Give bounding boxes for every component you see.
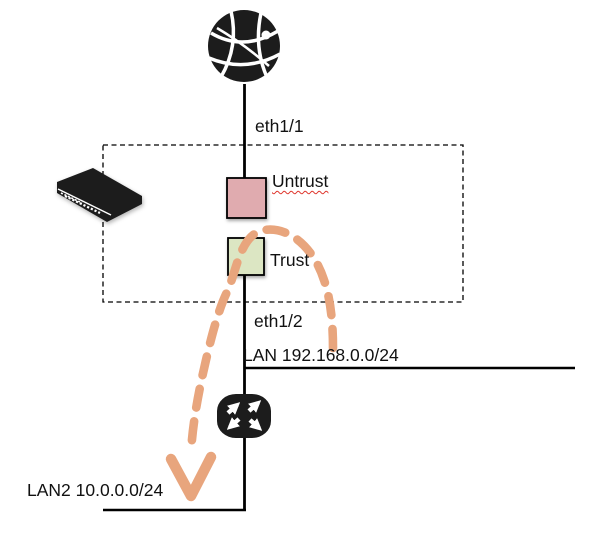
curved-dashed-arrow bbox=[165, 225, 338, 502]
lan2-network-label: LAN2 10.0.0.0/24 bbox=[27, 480, 164, 500]
flow-arrowhead-icon bbox=[165, 451, 217, 502]
globe-icon bbox=[208, 10, 281, 82]
firewall-zone-box bbox=[102, 144, 464, 303]
router-icon bbox=[217, 394, 271, 438]
switch-icon bbox=[57, 168, 142, 222]
untrust-zone-square bbox=[226, 177, 267, 219]
zone-label-untrust: Untrust bbox=[272, 171, 329, 191]
flow-arrow-path bbox=[186, 225, 338, 457]
lan-network-label: LAN 192.168.0.0/24 bbox=[243, 345, 399, 365]
zone-label-trust: Trust bbox=[270, 250, 310, 270]
interface-label-eth1-2: eth1/2 bbox=[254, 311, 303, 331]
interface-label-eth1-1: eth1/1 bbox=[255, 116, 304, 136]
